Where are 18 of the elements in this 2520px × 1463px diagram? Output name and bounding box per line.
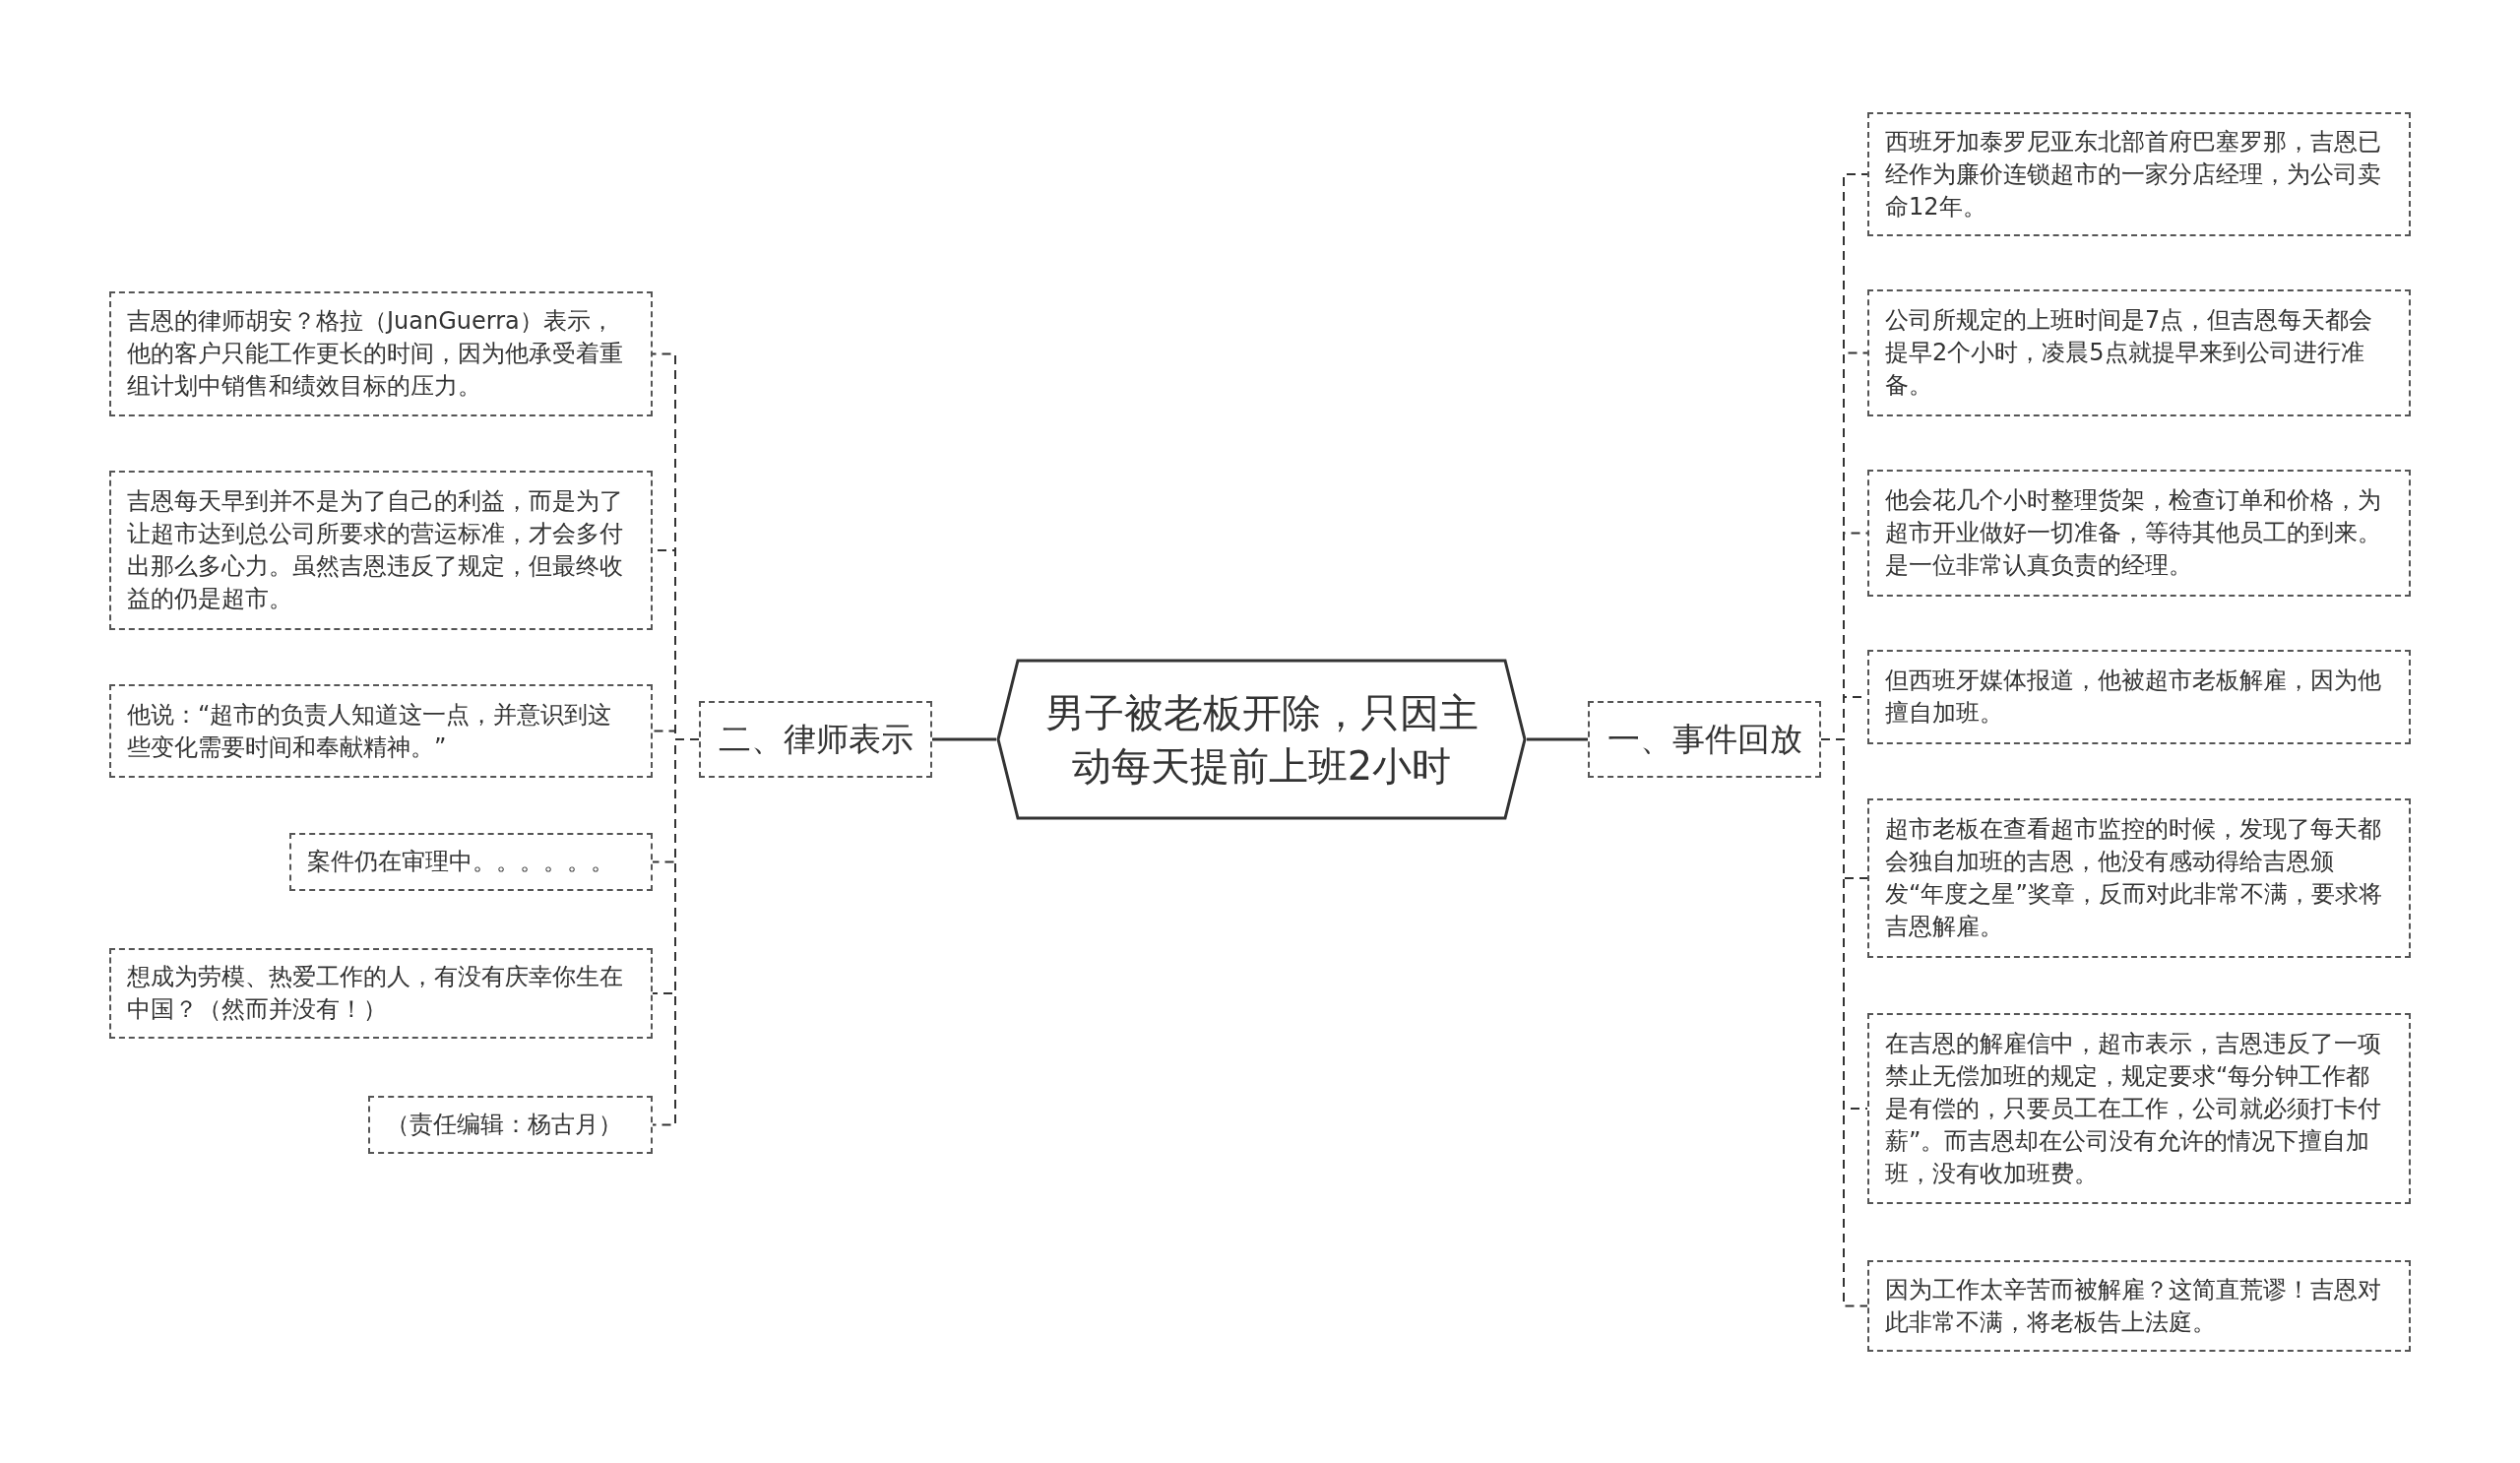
branch-topic-box: 二、律师表示 [699,701,932,778]
note-box: 他会花几个小时整理货架，检查订单和价格，为超市开业做好一切准备，等待其他员工的到来。是一位非常认真负责的经理。 [1867,470,2411,597]
note-box: 超市老板在查看超市监控的时候，发现了每天都会独自加班的吉恩，他没有感动得给吉恩颁发“年度之星”奖章，反而对此非常不满，要求将吉恩解雇。 [1867,798,2411,958]
note-box: 案件仍在审理中。。。。。。 [289,833,653,891]
note-box: 但西班牙媒体报道，他被超市老板解雇，因为他擅自加班。 [1867,650,2411,744]
note-box: 因为工作太辛苦而被解雇？这简直荒谬！吉恩对此非常不满，将老板告上法庭。 [1867,1260,2411,1352]
note-box: 吉恩的律师胡安？格拉（JuanGuerra）表示，他的客户只能工作更长的时间，因为他承受着重组计划中销售和绩效目标的压力。 [109,291,653,416]
branch-topic-box: 一、事件回放 [1588,701,1821,778]
note-box: 他说：“超市的负责人知道这一点，并意识到这些变化需要时间和奉献精神。” [109,684,653,778]
note-box: 在吉恩的解雇信中，超市表示，吉恩违反了一项禁止无偿加班的规定，规定要求“每分钟工作都是有偿的，只要员工在工作，公司就必须打卡付薪”。而吉恩却在公司没有允许的情况下擅自加班，没有收加班费。 [1867,1013,2411,1204]
note-box: 吉恩每天早到并不是为了自己的利益，而是为了让超市达到总公司所要求的营运标准，才会多付出那么多心力。虽然吉恩违反了规定，但最终收益的仍是超市。 [109,471,653,630]
note-box: 西班牙加泰罗尼亚东北部首府巴塞罗那，吉恩已经作为廉价连锁超市的一家分店经理，为公司卖命12年。 [1867,112,2411,236]
note-box: 想成为劳模、热爱工作的人，有没有庆幸你生在中国？（然而并没有！） [109,948,653,1039]
connector-line [932,737,996,741]
note-box: 公司所规定的上班时间是7点，但吉恩每天都会提早2个小时，凌晨5点就提早来到公司进行准备。 [1867,289,2411,416]
note-box: （责任编辑：杨古月） [368,1096,653,1154]
connector-line [1527,737,1588,741]
central-topic-box: 男子被老板开除，只因主动每天提前上班2小时 [996,659,1527,820]
